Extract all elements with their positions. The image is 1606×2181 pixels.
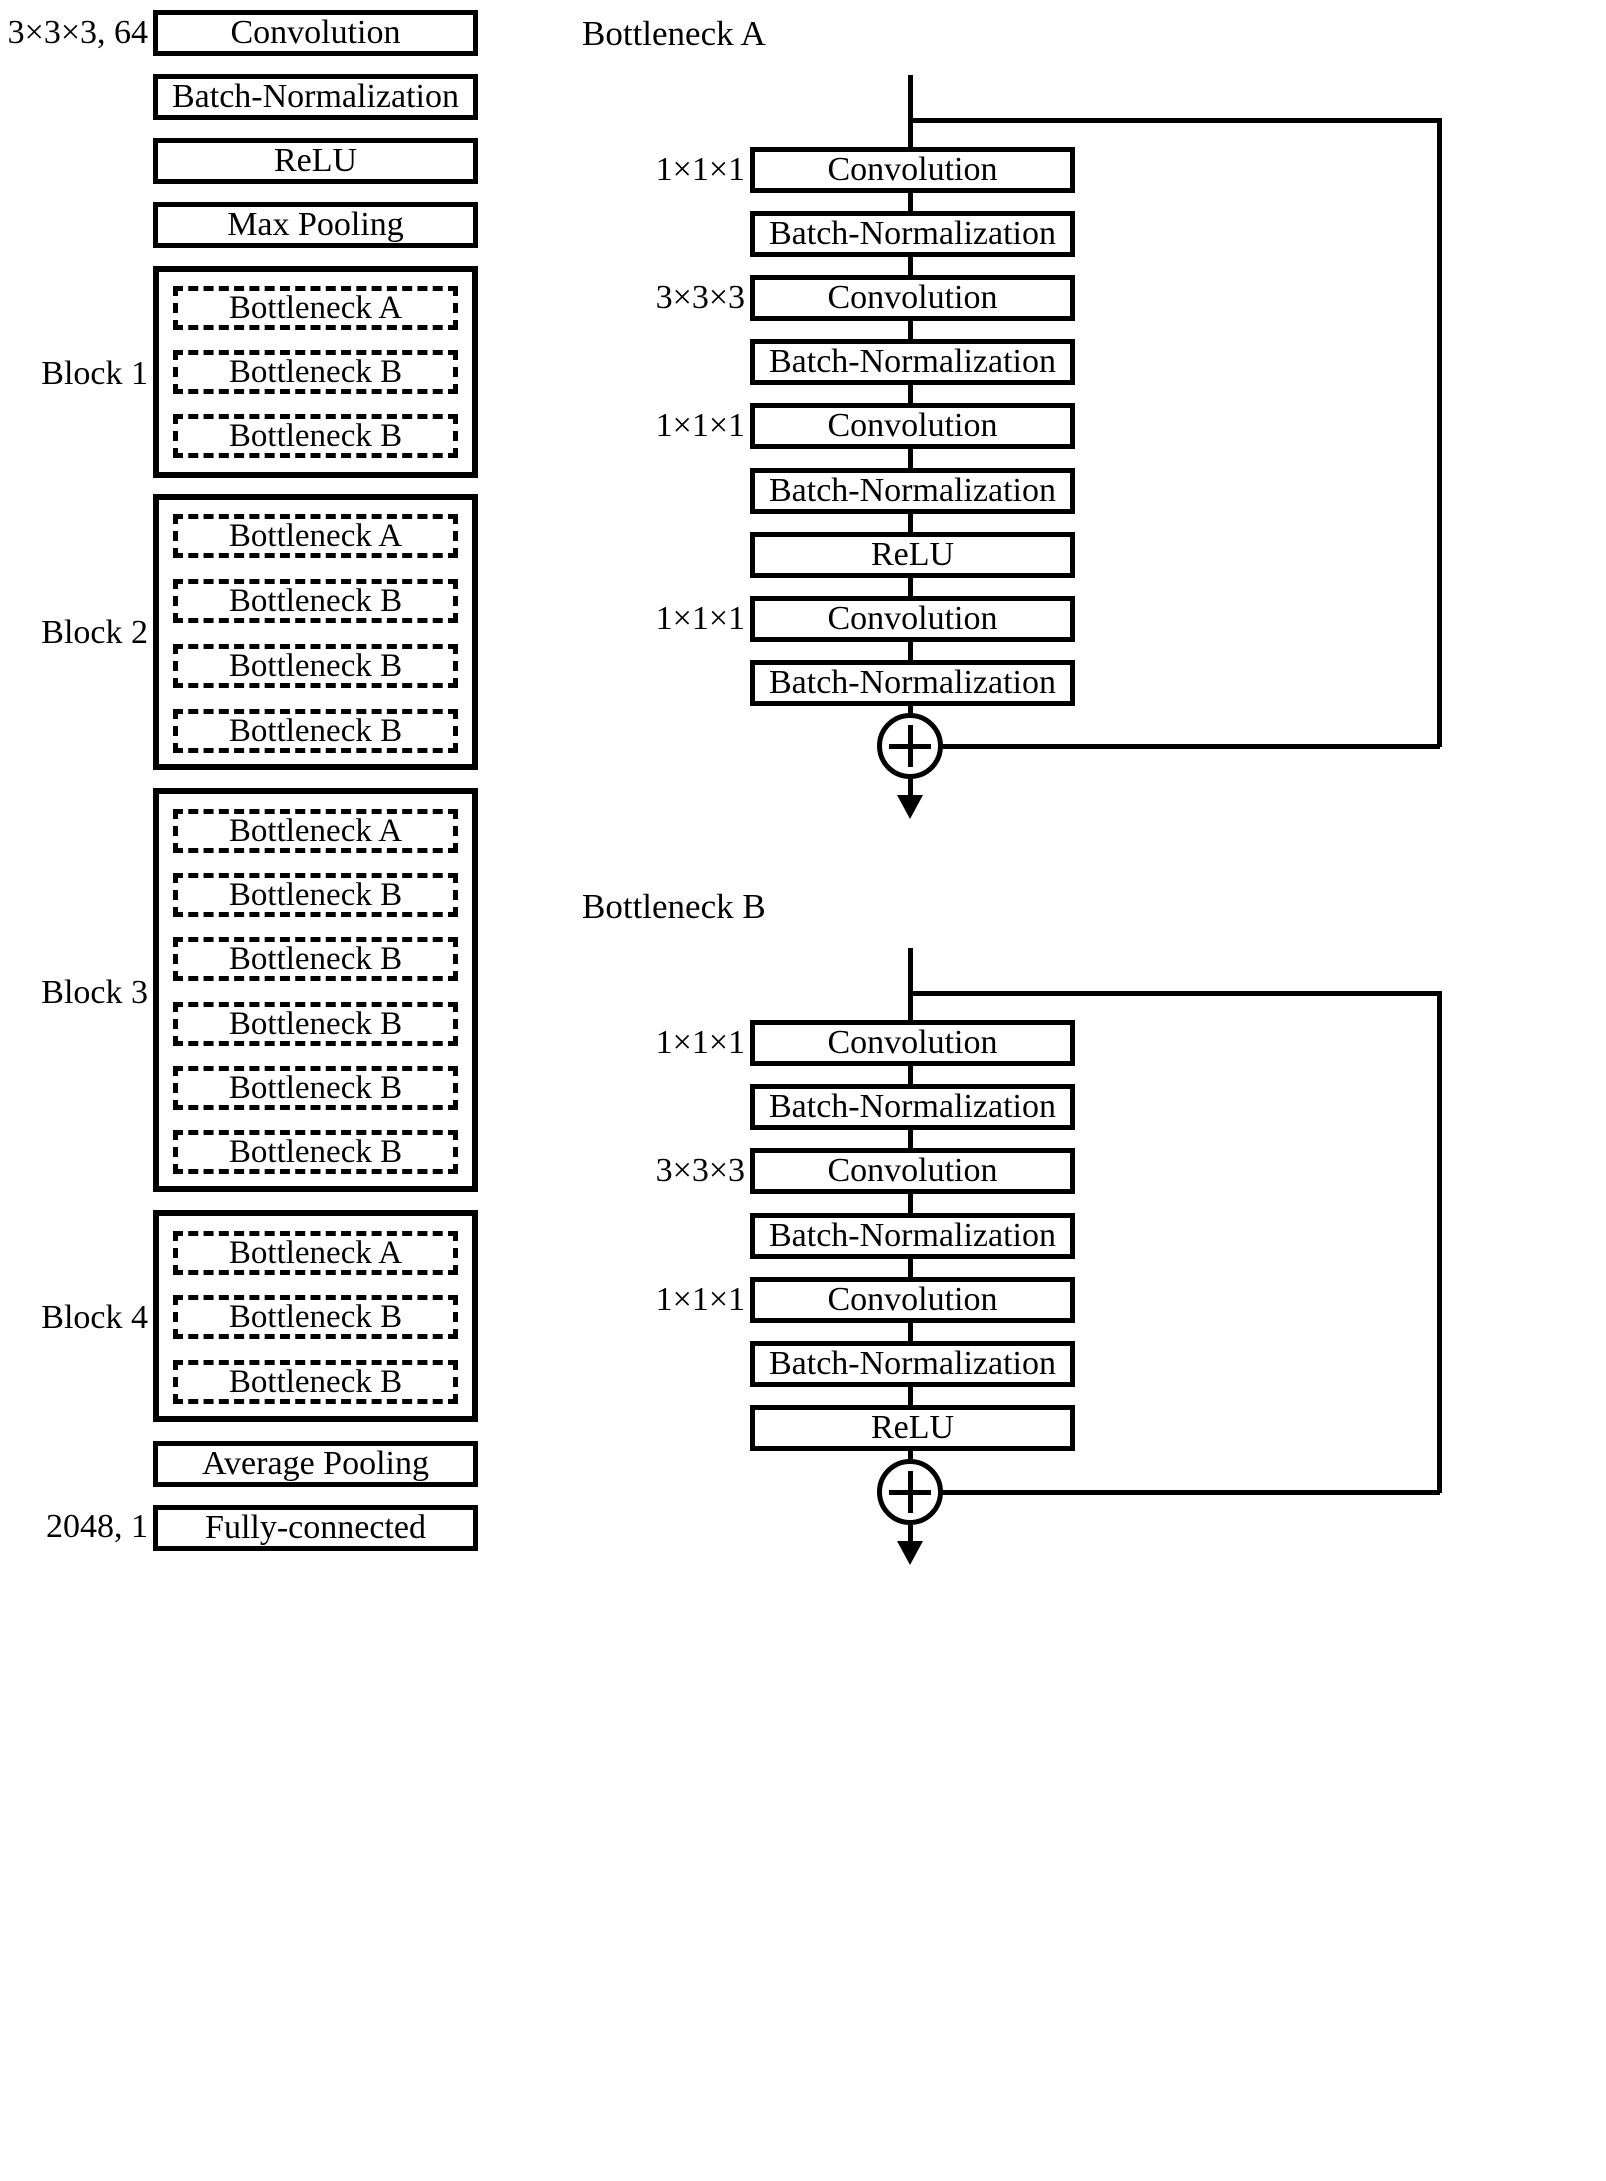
- bottleneck-a-k4-label: 1×1×1: [655, 600, 745, 637]
- bottleneck-a-layer-conv-3[interactable]: Convolution: [750, 403, 1075, 449]
- conv-kernel-label: 3×3×3, 64: [7, 14, 148, 51]
- block-3-label: Block 3: [41, 974, 148, 1011]
- bottleneck-a-conn-2: [908, 257, 913, 279]
- bottleneck-a-k3-label: 1×1×1: [655, 407, 745, 444]
- block-2-label: Block 2: [41, 614, 148, 651]
- layer-relu[interactable]: ReLU: [153, 138, 478, 184]
- bottleneck-a-layer-bn-2[interactable]: Batch-Normalization: [750, 339, 1075, 385]
- bottleneck-b-layer-conv-2[interactable]: Convolution: [750, 1148, 1075, 1194]
- block-1-bottleneck-a[interactable]: Bottleneck A: [173, 286, 458, 330]
- bottleneck-a-conn-6: [908, 514, 913, 536]
- bottleneck-b-conn-3: [908, 1194, 913, 1216]
- layer-convolution[interactable]: Convolution: [153, 10, 478, 56]
- bottleneck-b-output-line: [908, 1525, 913, 1547]
- bottleneck-a-skip-top: [908, 118, 1442, 123]
- block-3-container: [153, 788, 478, 1192]
- bottleneck-a-conn-8: [908, 642, 913, 664]
- bottleneck-b-layer-relu[interactable]: ReLU: [750, 1405, 1075, 1451]
- bottleneck-a-layer-relu[interactable]: ReLU: [750, 532, 1075, 578]
- block-4-bottleneck-b-1[interactable]: Bottleneck B: [173, 1295, 458, 1339]
- bottleneck-b-output-arrow-icon: [897, 1541, 923, 1565]
- block-2-bottleneck-a[interactable]: Bottleneck A: [173, 514, 458, 558]
- bottleneck-b-conn-6: [908, 1386, 913, 1408]
- block-1-bottleneck-b-1[interactable]: Bottleneck B: [173, 350, 458, 394]
- bottleneck-a-skip-right: [1437, 118, 1442, 747]
- block-2-bottleneck-b-2[interactable]: Bottleneck B: [173, 644, 458, 688]
- layer-max-pooling[interactable]: Max Pooling: [153, 202, 478, 248]
- bottleneck-b-title: Bottleneck B: [582, 887, 766, 926]
- bottleneck-b-conn-2: [908, 1129, 913, 1151]
- bottleneck-b-layer-bn-1[interactable]: Batch-Normalization: [750, 1084, 1075, 1130]
- bottleneck-a-title: Bottleneck A: [582, 14, 766, 53]
- fc-size-label: 2048, 1: [46, 1508, 148, 1545]
- bottleneck-b-k1-label: 1×1×1: [655, 1024, 745, 1061]
- bottleneck-a-conn-4: [908, 385, 913, 407]
- bottleneck-a-conn-5: [908, 449, 913, 471]
- bottleneck-b-add-node: [877, 1459, 943, 1525]
- block-4-label: Block 4: [41, 1299, 148, 1336]
- block-3-bottleneck-b-4[interactable]: Bottleneck B: [173, 1066, 458, 1110]
- block-4-bottleneck-b-2[interactable]: Bottleneck B: [173, 1360, 458, 1404]
- bottleneck-a-conn-1: [908, 192, 913, 214]
- layer-batch-normalization[interactable]: Batch-Normalization: [153, 74, 478, 120]
- bottleneck-a-input-line: [908, 75, 913, 147]
- block-3-bottleneck-b-2[interactable]: Bottleneck B: [173, 937, 458, 981]
- bottleneck-a-layer-conv-4[interactable]: Convolution: [750, 596, 1075, 642]
- block-4-bottleneck-a[interactable]: Bottleneck A: [173, 1231, 458, 1275]
- bottleneck-a-output-arrow-icon: [897, 795, 923, 819]
- bottleneck-a-add-node: [877, 713, 943, 779]
- bottleneck-a-k1-label: 1×1×1: [655, 151, 745, 188]
- bottleneck-b-conn-4: [908, 1258, 913, 1280]
- bottleneck-b-skip-right: [1437, 991, 1442, 1493]
- bottleneck-b-k2-label: 3×3×3: [655, 1152, 745, 1189]
- bottleneck-b-layer-conv-3[interactable]: Convolution: [750, 1277, 1075, 1323]
- bottleneck-a-conn-7: [908, 578, 913, 600]
- bottleneck-b-conn-1: [908, 1065, 913, 1087]
- bottleneck-a-layer-bn-1[interactable]: Batch-Normalization: [750, 211, 1075, 257]
- bottleneck-a-layer-bn-3[interactable]: Batch-Normalization: [750, 468, 1075, 514]
- bottleneck-b-skip-top: [908, 991, 1442, 996]
- layer-average-pooling[interactable]: Average Pooling: [153, 1441, 478, 1487]
- block-3-bottleneck-b-5[interactable]: Bottleneck B: [173, 1130, 458, 1174]
- bottleneck-a-conn-3: [908, 321, 913, 343]
- bottleneck-a-layer-bn-4[interactable]: Batch-Normalization: [750, 660, 1075, 706]
- bottleneck-a-output-line: [908, 779, 913, 801]
- block-3-bottleneck-b-3[interactable]: Bottleneck B: [173, 1002, 458, 1046]
- block-3-bottleneck-a[interactable]: Bottleneck A: [173, 809, 458, 853]
- block-1-bottleneck-b-2[interactable]: Bottleneck B: [173, 414, 458, 458]
- bottleneck-b-input-line: [908, 948, 913, 1020]
- block-1-label: Block 1: [41, 355, 148, 392]
- layer-fully-connected[interactable]: Fully-connected: [153, 1505, 478, 1551]
- bottleneck-a-skip-bottom: [940, 744, 1440, 749]
- block-2-bottleneck-b-1[interactable]: Bottleneck B: [173, 579, 458, 623]
- bottleneck-b-layer-bn-3[interactable]: Batch-Normalization: [750, 1341, 1075, 1387]
- plus-horizontal-stroke: [889, 1489, 931, 1495]
- bottleneck-b-conn-5: [908, 1322, 913, 1344]
- bottleneck-a-k2-label: 3×3×3: [655, 279, 745, 316]
- plus-horizontal-stroke: [889, 743, 931, 749]
- bottleneck-b-k3-label: 1×1×1: [655, 1281, 745, 1318]
- bottleneck-b-layer-bn-2[interactable]: Batch-Normalization: [750, 1213, 1075, 1259]
- bottleneck-a-layer-conv-2[interactable]: Convolution: [750, 275, 1075, 321]
- bottleneck-b-skip-bottom: [940, 1490, 1440, 1495]
- block-2-bottleneck-b-3[interactable]: Bottleneck B: [173, 709, 458, 753]
- block-3-bottleneck-b-1[interactable]: Bottleneck B: [173, 873, 458, 917]
- bottleneck-b-layer-conv-1[interactable]: Convolution: [750, 1020, 1075, 1066]
- bottleneck-a-layer-conv-1[interactable]: Convolution: [750, 147, 1075, 193]
